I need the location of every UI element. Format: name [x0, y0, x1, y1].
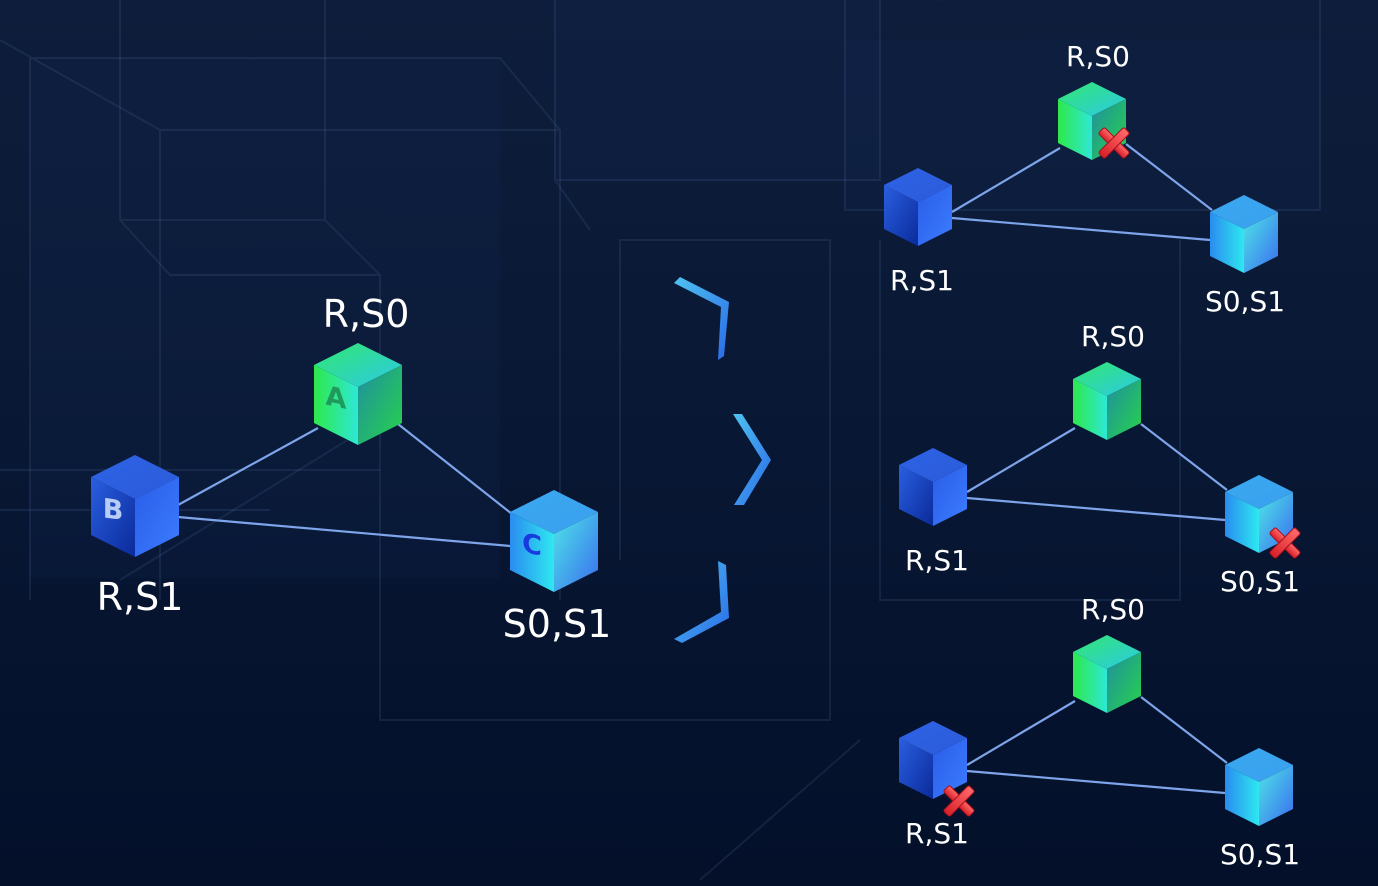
- chevron-arrow-icon-middle: [733, 414, 771, 505]
- cube-left-face: [1210, 212, 1244, 273]
- cube-right-face: [135, 477, 179, 557]
- link-A-C: [1125, 143, 1213, 211]
- chevron-arrow-icon-top: [674, 277, 729, 360]
- link-A-C: [1140, 696, 1228, 764]
- node-b-cube-icon: [899, 448, 967, 526]
- cube-right-face: [1107, 379, 1141, 440]
- node-a-cube-icon: [1073, 635, 1141, 713]
- cube-right-face: [1244, 212, 1278, 273]
- node-a-label: R,S0: [1081, 593, 1145, 626]
- link-A-B: [966, 427, 1076, 493]
- chevron-arrow-icon-bottom: [674, 561, 729, 643]
- node-c-cube-icon: [1225, 475, 1293, 553]
- cube-right-face: [1107, 652, 1141, 713]
- link-B-C: [966, 496, 1226, 522]
- node-a-cube-icon: [1073, 362, 1141, 440]
- node-c-cube-icon: [1210, 195, 1278, 273]
- node-a-cube-icon: [1058, 82, 1126, 160]
- node-letter: C: [522, 528, 542, 563]
- node-b-label: R,S1: [890, 264, 954, 297]
- cube-right-face: [554, 512, 598, 592]
- node-b-label: R,S1: [905, 817, 969, 850]
- node-b-cube-icon: B: [91, 455, 179, 557]
- cube-left-face: [1058, 99, 1092, 160]
- link-A-B: [951, 147, 1061, 213]
- cube-left-face: [899, 738, 933, 799]
- link-A-C: [397, 423, 513, 515]
- main-cluster-nodes: A R,S0B R,S1 C S0,S1: [91, 292, 611, 646]
- node-a-label: R,S0: [1081, 320, 1145, 353]
- cube-left-face: [1225, 765, 1259, 826]
- node-letter: A: [326, 381, 347, 416]
- node-c-cube-icon: C: [510, 490, 598, 592]
- red-x-icon: [1269, 527, 1301, 559]
- node-b-label: R,S1: [905, 544, 969, 577]
- link-A-B: [177, 427, 319, 506]
- red-x-icon: [943, 785, 975, 817]
- cube-left-face: [314, 365, 358, 445]
- cube-left-face: [884, 185, 918, 246]
- link-A-B: [966, 700, 1076, 766]
- cube-right-face: [933, 738, 967, 799]
- transition-arrows: [674, 277, 771, 643]
- node-b-label: R,S1: [97, 575, 184, 619]
- link-B-C: [951, 216, 1211, 242]
- cube-right-face: [918, 185, 952, 246]
- cube-left-face: [1073, 652, 1107, 713]
- node-c-cube-icon: [1225, 748, 1293, 826]
- cube-left-face: [510, 512, 554, 592]
- cube-left-face: [1225, 492, 1259, 553]
- cube-left-face: [1073, 379, 1107, 440]
- link-B-C: [177, 515, 511, 548]
- node-b-cube-icon: [899, 721, 967, 799]
- red-x-icon: [1098, 127, 1130, 159]
- node-b-cube-icon: [884, 168, 952, 246]
- link-A-C: [1140, 423, 1228, 491]
- node-a-label: R,S0: [323, 292, 410, 336]
- node-letter: B: [103, 493, 124, 527]
- node-a-label: R,S0: [1066, 40, 1130, 73]
- cube-right-face: [933, 465, 967, 526]
- main-cluster-links: [177, 423, 513, 548]
- node-c-label: S0,S1: [1205, 285, 1285, 318]
- cube-left-face: [899, 465, 933, 526]
- cube-right-face: [358, 365, 402, 445]
- node-a-cube-icon: A: [314, 343, 402, 445]
- cube-left-face: [91, 477, 135, 557]
- node-c-label: S0,S1: [1220, 838, 1300, 871]
- node-c-label: S0,S1: [1220, 565, 1300, 598]
- link-B-C: [966, 769, 1226, 795]
- node-c-label: S0,S1: [503, 602, 612, 646]
- cube-right-face: [1259, 765, 1293, 826]
